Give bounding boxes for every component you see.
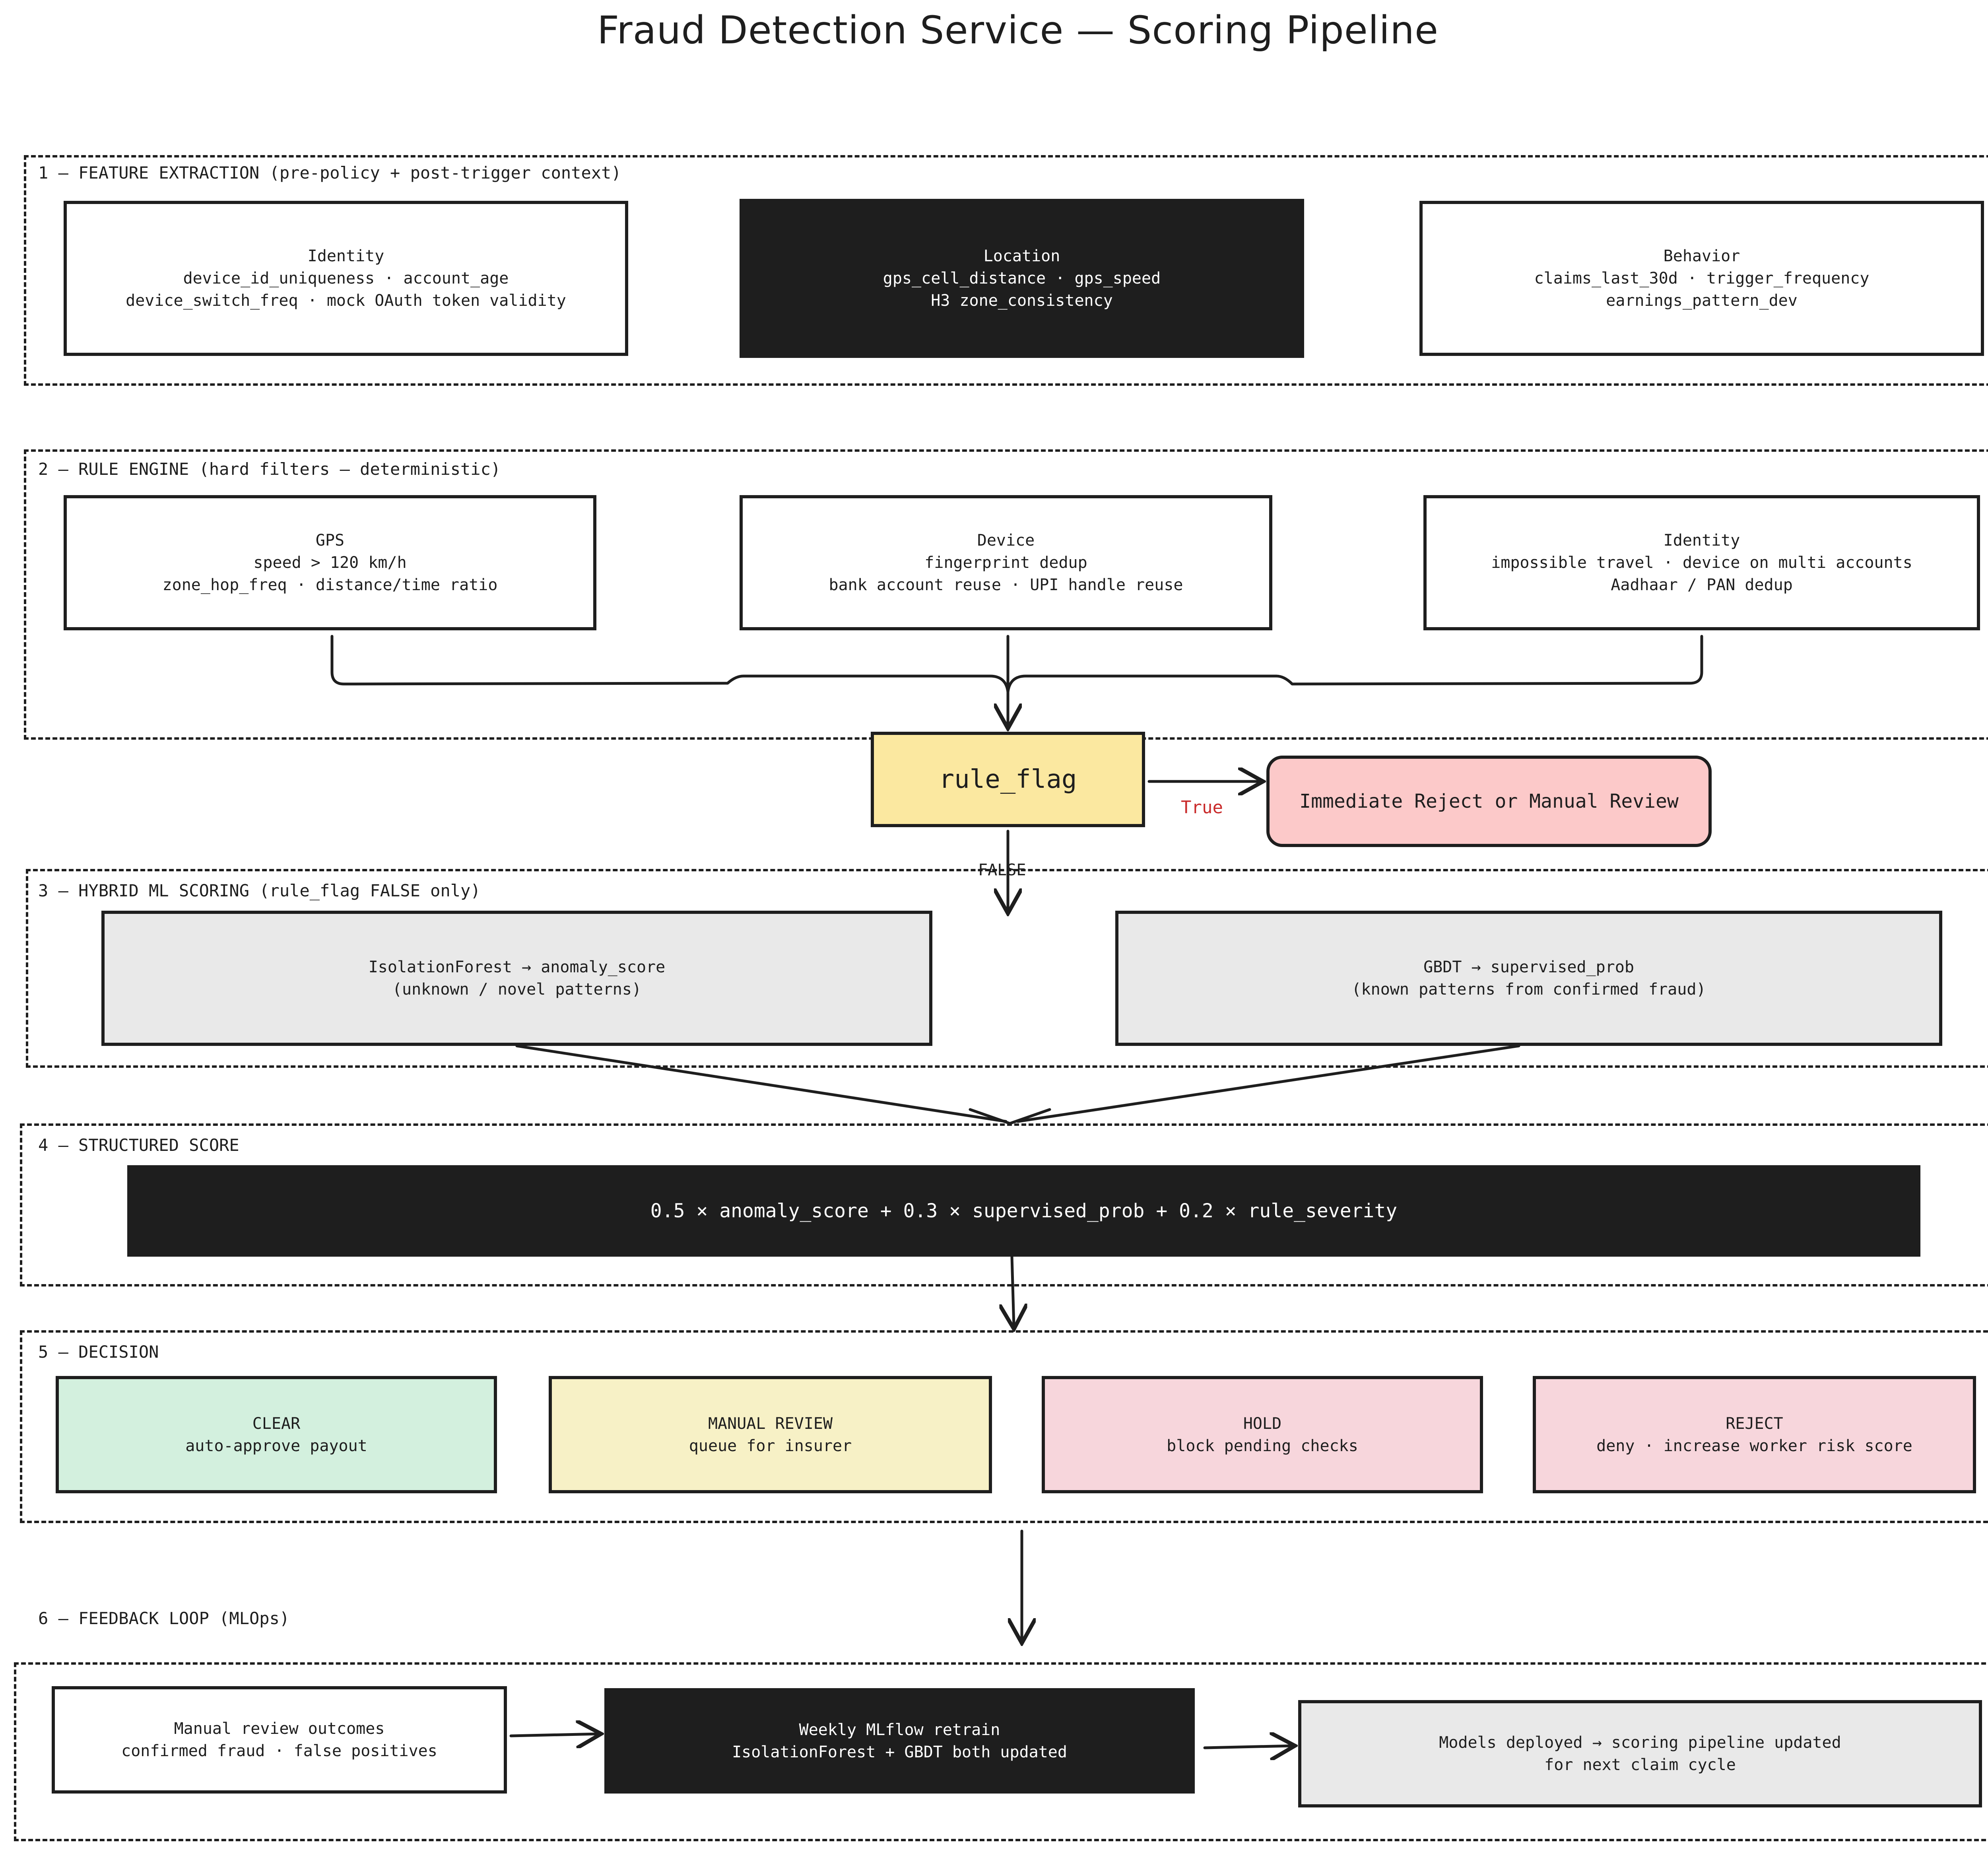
decision-manual-desc: queue for insurer <box>689 1436 852 1455</box>
rule-device-line-2: bank account reuse · UPI handle reuse <box>829 576 1183 594</box>
ml-isolation-line-1: (unknown / novel patterns) <box>392 980 642 999</box>
feature-identity-line-2: device_switch_freq · mock OAuth token va… <box>126 291 566 310</box>
feedback-review-outcomes[interactable]: Manual review outcomes confirmed fraud ·… <box>52 1686 507 1794</box>
decision-hold[interactable]: HOLD block pending checks <box>1042 1376 1483 1493</box>
feedback-deployed-line-2: for next claim cycle <box>1544 1756 1736 1774</box>
section-label-feedback: 6 — FEEDBACK LOOP (MLOps) <box>36 1609 292 1628</box>
decision-hold-desc: block pending checks <box>1167 1436 1358 1455</box>
decision-manual-title: MANUAL REVIEW <box>708 1414 833 1433</box>
feature-behavior-title: Behavior <box>1663 247 1740 265</box>
feature-box-identity[interactable]: Identity device_id_uniqueness · account_… <box>64 201 628 356</box>
diagram-title: Fraud Detection Service — Scoring Pipeli… <box>597 8 1439 52</box>
true-edge-label: True <box>1181 797 1223 818</box>
connector-isolation-to-score <box>515 1044 1008 1123</box>
connector-gps-merge <box>330 635 1010 694</box>
section-label-feature: 1 — FEATURE EXTRACTION (pre-policy + pos… <box>36 163 624 183</box>
rule-box-gps[interactable]: GPS speed > 120 km/h zone_hop_freq · dis… <box>64 495 596 630</box>
feedback-models-deployed[interactable]: Models deployed → scoring pipeline updat… <box>1298 1700 1982 1807</box>
ml-box-gbdt[interactable]: GBDT → supervised_prob (known patterns f… <box>1115 911 1942 1046</box>
rule-box-identity[interactable]: Identity impossible travel · device on m… <box>1423 495 1980 630</box>
section-feature-extraction <box>24 155 1988 386</box>
feedback-retrain-line-1: Weekly MLflow retrain <box>799 1720 1000 1739</box>
decision-clear-desc: auto-approve payout <box>185 1436 367 1455</box>
decision-clear-title: CLEAR <box>252 1414 301 1433</box>
feature-identity-line-1: device_id_uniqueness · account_age <box>183 269 509 288</box>
feature-location-line-2: H3 zone_consistency <box>931 291 1113 310</box>
connector-outcomes-to-retrain <box>509 1734 598 1736</box>
ml-gbdt-line-1: (known patterns from confirmed fraud) <box>1351 980 1706 999</box>
ml-gbdt-title: GBDT → supervised_prob <box>1423 958 1634 976</box>
rule-device-title: Device <box>977 531 1035 550</box>
section-label-rule: 2 — RULE ENGINE (hard filters — determin… <box>36 459 503 479</box>
feature-box-location[interactable]: Location gps_cell_distance · gps_speed H… <box>740 199 1304 358</box>
rule-gps-title: GPS <box>315 531 345 550</box>
ml-box-isolation-forest[interactable]: IsolationForest → anomaly_score (unknown… <box>101 911 932 1046</box>
decision-hold-title: HOLD <box>1243 1414 1282 1433</box>
decision-reject[interactable]: REJECT deny · increase worker risk score <box>1533 1376 1976 1493</box>
connector-converge-arrow <box>969 1108 1051 1125</box>
section-label-ml: 3 — HYBRID ML SCORING (rule_flag FALSE o… <box>36 881 483 900</box>
feature-location-title: Location <box>983 247 1060 265</box>
connector-retrain-to-deployed <box>1203 1746 1292 1748</box>
rule-identity-line-1: impossible travel · device on multi acco… <box>1491 554 1912 572</box>
rule-box-device[interactable]: Device fingerprint dedup bank account re… <box>740 495 1272 630</box>
decision-clear[interactable]: CLEAR auto-approve payout <box>56 1376 497 1493</box>
feedback-deployed-line-1: Models deployed → scoring pipeline updat… <box>1439 1733 1841 1752</box>
reject-or-review-box[interactable]: Immediate Reject or Manual Review <box>1266 756 1712 847</box>
rule-device-line-1: fingerprint dedup <box>924 554 1087 572</box>
decision-reject-title: REJECT <box>1726 1414 1783 1433</box>
feature-box-behavior[interactable]: Behavior claims_last_30d · trigger_frequ… <box>1419 201 1984 356</box>
feedback-weekly-retrain[interactable]: Weekly MLflow retrain IsolationForest + … <box>604 1688 1195 1794</box>
rule-gps-line-1: speed > 120 km/h <box>253 554 407 572</box>
rule-identity-line-2: Aadhaar / PAN dedup <box>1611 576 1793 594</box>
rule-flag-node[interactable]: rule_flag <box>871 732 1145 827</box>
connector-gbdt-to-score <box>1016 1044 1520 1123</box>
ml-isolation-title: IsolationForest → anomaly_score <box>368 958 666 976</box>
connector-score-to-decision <box>1012 1255 1014 1326</box>
decision-manual-review[interactable]: MANUAL REVIEW queue for insurer <box>549 1376 992 1493</box>
connector-identity-merge <box>1006 635 1703 694</box>
feature-identity-title: Identity <box>307 247 384 265</box>
section-feedback-loop <box>14 1662 1988 1841</box>
feedback-outcomes-line-2: confirmed fraud · false positives <box>121 1742 437 1760</box>
section-label-decision: 5 — DECISION <box>36 1342 161 1362</box>
feature-behavior-line-2: earnings_pattern_dev <box>1606 291 1798 310</box>
section-label-score: 4 — STRUCTURED SCORE <box>36 1135 242 1155</box>
section-structured-score <box>20 1123 1988 1286</box>
feature-behavior-line-1: claims_last_30d · trigger_frequency <box>1534 269 1870 288</box>
decision-reject-desc: deny · increase worker risk score <box>1596 1436 1912 1455</box>
score-formula: 0.5 × anomaly_score + 0.3 × supervised_p… <box>127 1165 1920 1257</box>
rule-gps-line-2: zone_hop_freq · distance/time ratio <box>162 576 498 594</box>
feedback-retrain-line-2: IsolationForest + GBDT both updated <box>732 1743 1067 1761</box>
feedback-outcomes-line-1: Manual review outcomes <box>174 1720 385 1738</box>
rule-identity-title: Identity <box>1663 531 1740 550</box>
feature-location-line-1: gps_cell_distance · gps_speed <box>883 269 1161 288</box>
